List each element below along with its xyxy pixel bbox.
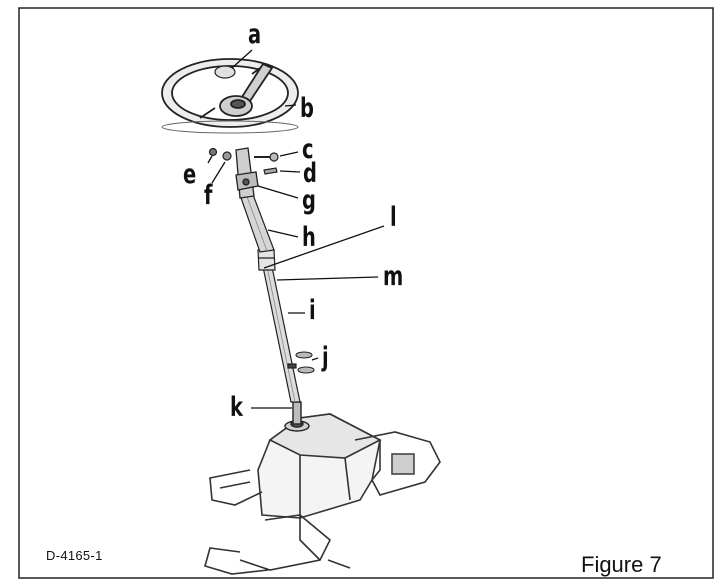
label-j: j (322, 342, 329, 373)
part-c-bolt (269, 152, 279, 162)
leader-g (257, 185, 299, 199)
steering-wheel (161, 58, 299, 134)
leader-lines (207, 49, 385, 409)
upper-shaft (239, 191, 275, 253)
shaft-base (284, 401, 310, 432)
figure-frame (18, 7, 714, 579)
leader-m (276, 276, 379, 281)
label-h: h (302, 222, 316, 253)
drawing-code: D-4165-1 (46, 548, 103, 563)
part-e-nut (208, 147, 218, 157)
leader-b (284, 104, 297, 107)
tractor-hood (204, 413, 441, 575)
small-parts (208, 147, 279, 175)
upper-column (235, 147, 259, 199)
label-e: e (183, 159, 197, 190)
label-c: c (302, 134, 314, 165)
leader-a (231, 49, 253, 69)
label-f: f (204, 180, 213, 211)
label-a: a (248, 19, 262, 50)
leader-l (263, 225, 385, 269)
part-j-set (295, 351, 315, 374)
leader-h (267, 229, 299, 238)
leader-d (279, 170, 301, 173)
figure-caption: Figure 7 (581, 552, 662, 577)
label-b: b (300, 93, 314, 124)
label-d: d (303, 158, 317, 189)
label-m: m (383, 261, 404, 292)
leader-j (311, 357, 319, 361)
lower-shaft (261, 261, 301, 403)
label-g: g (302, 185, 316, 216)
label-k: k (230, 392, 243, 423)
label-i: i (309, 295, 316, 326)
leader-e (207, 155, 213, 164)
part-f-washer (222, 151, 232, 161)
leader-f (211, 161, 226, 184)
part-d-washer (263, 167, 278, 175)
leader-c (279, 151, 299, 157)
label-l: l (390, 202, 397, 233)
